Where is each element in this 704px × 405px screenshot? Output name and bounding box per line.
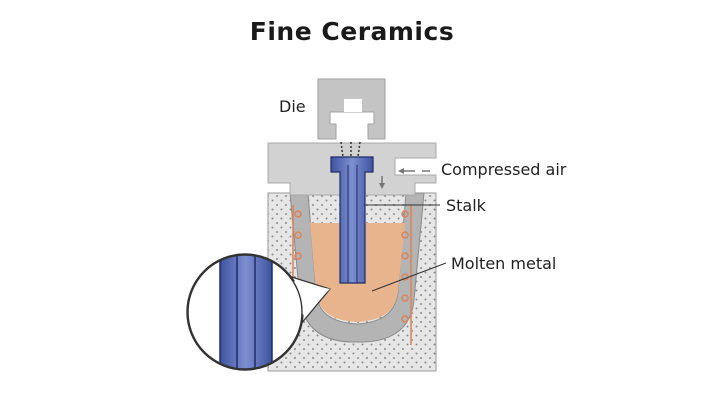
die-label: Die [279,97,306,116]
molten-metal-label: Molten metal [451,254,556,273]
compressed-air-label: Compressed air [441,160,567,179]
down-arrow-icon [379,176,385,189]
zoom-callout [186,253,332,371]
leader-lines [364,204,447,292]
sprue-lines [340,141,361,158]
die [317,78,386,140]
stalk-closeup [219,255,273,369]
stalk [330,156,374,284]
left-arrow-icon [398,168,430,174]
diagram-title: Fine Ceramics [249,17,455,46]
stalk-label: Stalk [446,196,487,215]
